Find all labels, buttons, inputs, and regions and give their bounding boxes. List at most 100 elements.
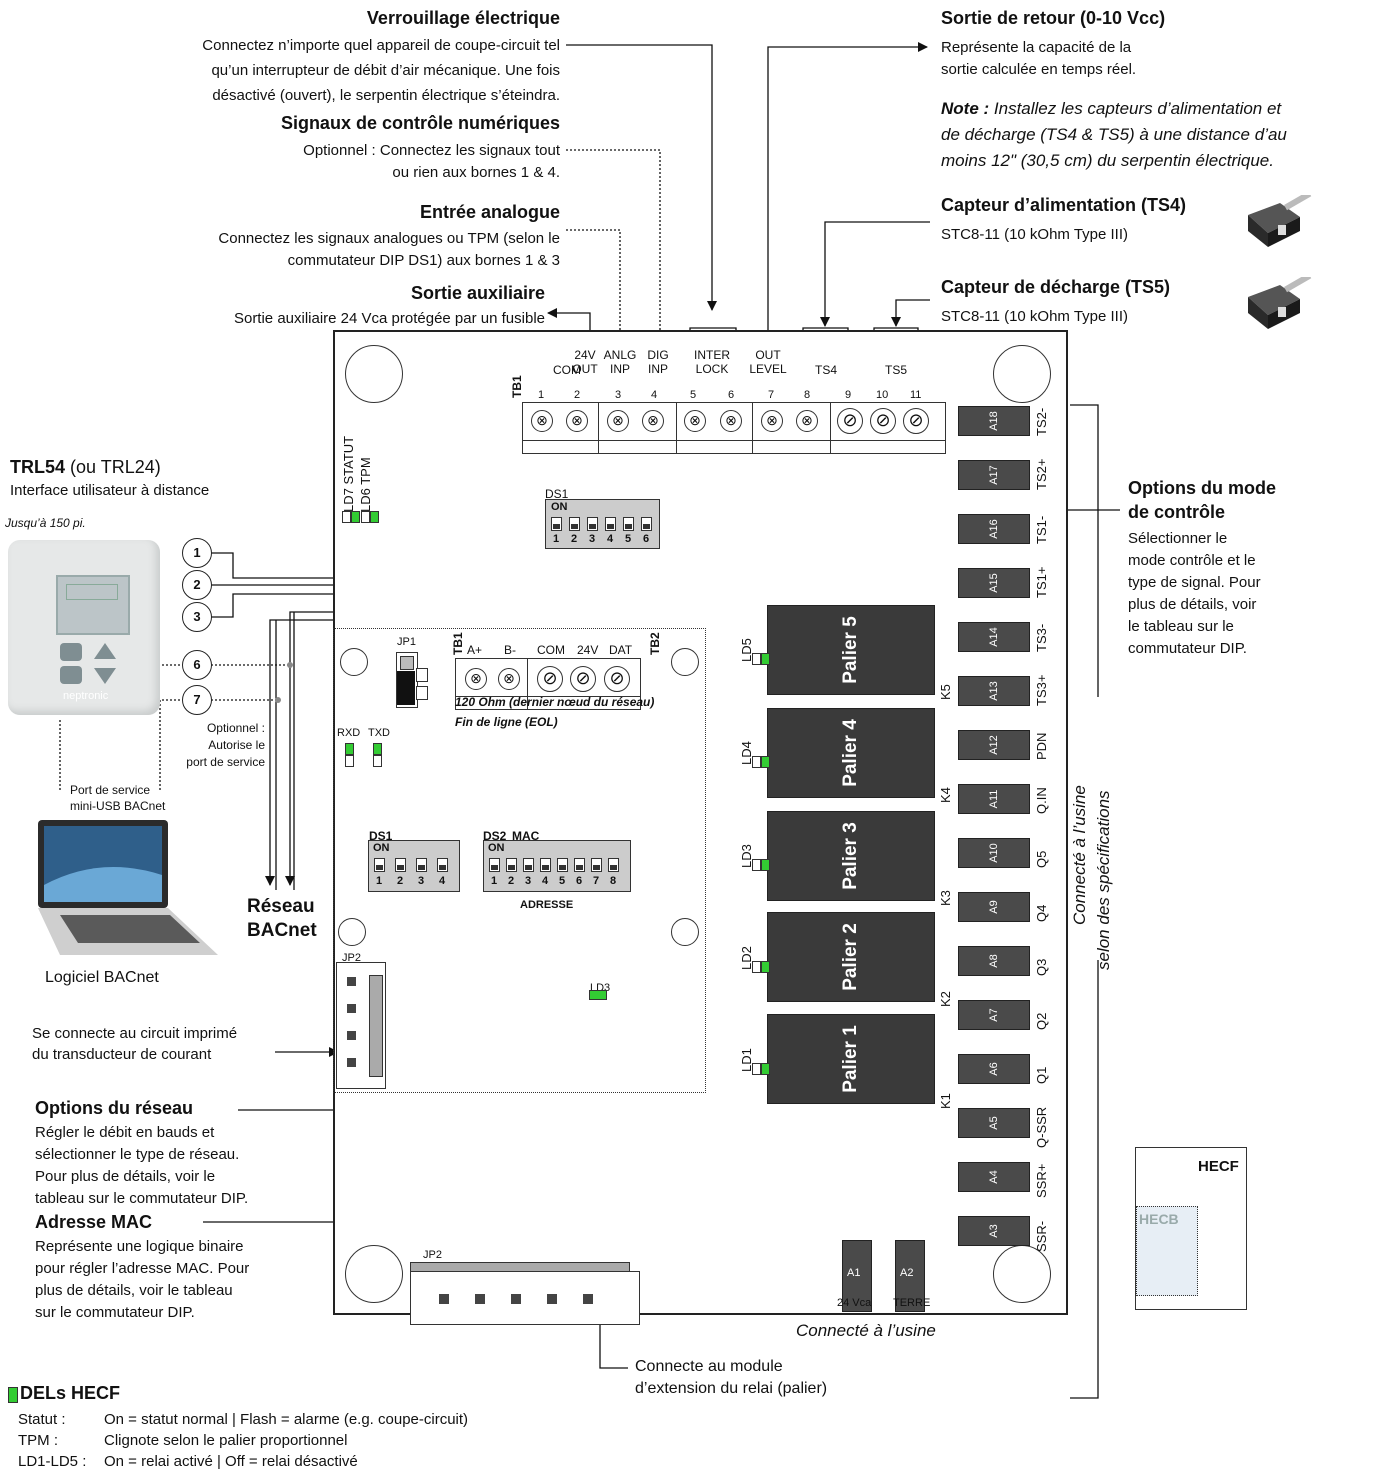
ds1-num-4: 4: [607, 533, 614, 545]
dip-switch-3[interactable]: [587, 517, 598, 531]
current-line1: Se connecte au circuit imprimé: [32, 1025, 238, 1042]
mac-title: Adresse MAC: [35, 1212, 153, 1232]
screw-icon[interactable]: ⊗: [796, 410, 818, 432]
module-ds1-num-4: 4: [439, 875, 446, 887]
tb1-header-interlock-b: LOCK: [695, 362, 729, 376]
fuse-a15-function: TS1+: [1034, 566, 1049, 598]
screw-slot-icon[interactable]: ⊘: [837, 408, 863, 434]
dip-switch-5[interactable]: [557, 858, 568, 872]
fuse-a13-function: TS3+: [1034, 674, 1049, 706]
trl-enter-button[interactable]: [60, 666, 82, 684]
trl-down-button[interactable]: [94, 668, 116, 684]
module-jp2-connector[interactable]: [336, 962, 386, 1089]
ds1-top-dip-switch[interactable]: ON 1 2 3 4 5 6: [545, 499, 660, 549]
tb1-header-24v-b: OUT: [572, 362, 598, 376]
trl-distance: Jusqu’à 150 pi.: [5, 516, 86, 530]
module-ds2-num-8: 8: [610, 875, 617, 887]
feedback-line1: Représente la capacité de la: [941, 39, 1132, 56]
screw-slot-icon[interactable]: ⊘: [537, 666, 563, 692]
network-line2: sélectionner le type de réseau.: [35, 1146, 240, 1163]
dip-switch-2[interactable]: [395, 858, 406, 872]
trl-star-button[interactable]: [60, 643, 82, 661]
fuse-a3: A3: [958, 1216, 1030, 1246]
screw-icon[interactable]: ⊗: [761, 410, 783, 432]
dip-switch-4[interactable]: [605, 517, 616, 531]
module-ds2-dip-switch[interactable]: ON 1 2 3 4 5 6 7 8: [483, 840, 631, 892]
fuse-a7-label: A7: [988, 1008, 1000, 1022]
module-ds1-dip-switch[interactable]: ON 1 2 3 4: [368, 840, 460, 892]
wire-3: 3: [182, 602, 212, 632]
dip-switch-5[interactable]: [623, 517, 634, 531]
wire-6: 6: [182, 650, 212, 680]
screw-icon[interactable]: ⊗: [642, 410, 664, 432]
wire-2: 2: [182, 570, 212, 600]
bottom-jp2-connector[interactable]: [410, 1271, 640, 1325]
screw-slot-icon[interactable]: ⊘: [903, 408, 929, 434]
tb1-divider: [830, 402, 831, 454]
relay-3-label: Palier 3: [840, 822, 861, 890]
screw-icon[interactable]: ⊗: [607, 410, 629, 432]
screw-icon[interactable]: ⊗: [566, 410, 588, 432]
dip-switch-7[interactable]: [591, 858, 602, 872]
fuse-a11-function: Q.IN: [1034, 787, 1049, 814]
tb1-num-8: 8: [804, 389, 811, 401]
screw-slot-icon[interactable]: ⊘: [870, 408, 896, 434]
interlock-line1: Connectez n’importe quel appareil de cou…: [202, 37, 560, 54]
fuse-a9: A9: [958, 892, 1030, 922]
screw-slot-icon[interactable]: ⊘: [604, 666, 630, 692]
relay-3-k-label: K3: [938, 890, 953, 906]
trl-desc: Interface utilisateur à distance: [10, 482, 210, 499]
analog-line2: commutateur DIP DS1) aux bornes 1 & 3: [287, 252, 560, 269]
dip-switch-6[interactable]: [641, 517, 652, 531]
tb1-header-dig-a: DIG: [647, 348, 669, 362]
dip-switch-2[interactable]: [506, 858, 517, 872]
mount-hole: [993, 1245, 1051, 1303]
fuse-a16-label: A16: [988, 519, 1000, 539]
fuse-a13: A13: [958, 676, 1030, 706]
ts4-title: Capteur d’alimentation (TS4): [941, 195, 1187, 215]
screw-icon[interactable]: ⊗: [684, 410, 706, 432]
dip-switch-4[interactable]: [437, 858, 448, 872]
dip-switch-3[interactable]: [416, 858, 427, 872]
relay-1-label: Palier 1: [840, 1025, 861, 1093]
jp1-jumper[interactable]: [396, 652, 418, 708]
led-ld7: [342, 508, 360, 526]
mount-hole: [345, 345, 403, 403]
mode-line6: commutateur DIP.: [1128, 640, 1247, 657]
fuse-a1: A1: [842, 1240, 872, 1312]
legend-row-key-2: TPM :: [18, 1432, 58, 1449]
screw-icon[interactable]: ⊗: [720, 410, 742, 432]
dip-switch-6[interactable]: [574, 858, 585, 872]
note-line1: Note : Installez les capteurs d’alimenta…: [941, 96, 1281, 122]
bacnet-label-line1: Réseau: [247, 896, 315, 917]
legend-row-key-1: Statut :: [18, 1411, 66, 1428]
dip-switch-1[interactable]: [374, 858, 385, 872]
screw-icon[interactable]: ⊗: [498, 668, 520, 690]
dip-switch-1[interactable]: [551, 517, 562, 531]
network-line1: Régler le débit en bauds et: [35, 1124, 215, 1141]
fuse-a17: A17: [958, 460, 1030, 490]
ts4-sensor-icon: [1248, 195, 1312, 247]
screw-icon[interactable]: ⊗: [465, 668, 487, 690]
module-tb1-label: TB1: [451, 632, 465, 655]
dip-switch-3[interactable]: [523, 858, 534, 872]
screw-slot-icon[interactable]: ⊘: [570, 666, 596, 692]
dip-switch-2[interactable]: [569, 517, 580, 531]
module-ds1-num-2: 2: [397, 875, 404, 887]
tb1-divider: [598, 402, 599, 454]
module-ds2-num-7: 7: [593, 875, 600, 887]
module-ds1-num-3: 3: [418, 875, 425, 887]
mount-hole: [340, 648, 368, 676]
dip-switch-1[interactable]: [489, 858, 500, 872]
trl-up-button[interactable]: [94, 643, 116, 659]
jp1-cap: [397, 671, 415, 705]
dip-switch-8[interactable]: [608, 858, 619, 872]
laptop-label: Logiciel BACnet: [45, 969, 159, 986]
screw-icon[interactable]: ⊗: [531, 410, 553, 432]
dip-switch-4[interactable]: [540, 858, 551, 872]
mount-hole: [993, 345, 1051, 403]
mac-line2: pour régler l’adresse MAC. Pour: [35, 1260, 250, 1277]
hecf-box: HECF HECB: [1135, 1147, 1247, 1310]
hecf-title: HECF: [1198, 1158, 1239, 1175]
